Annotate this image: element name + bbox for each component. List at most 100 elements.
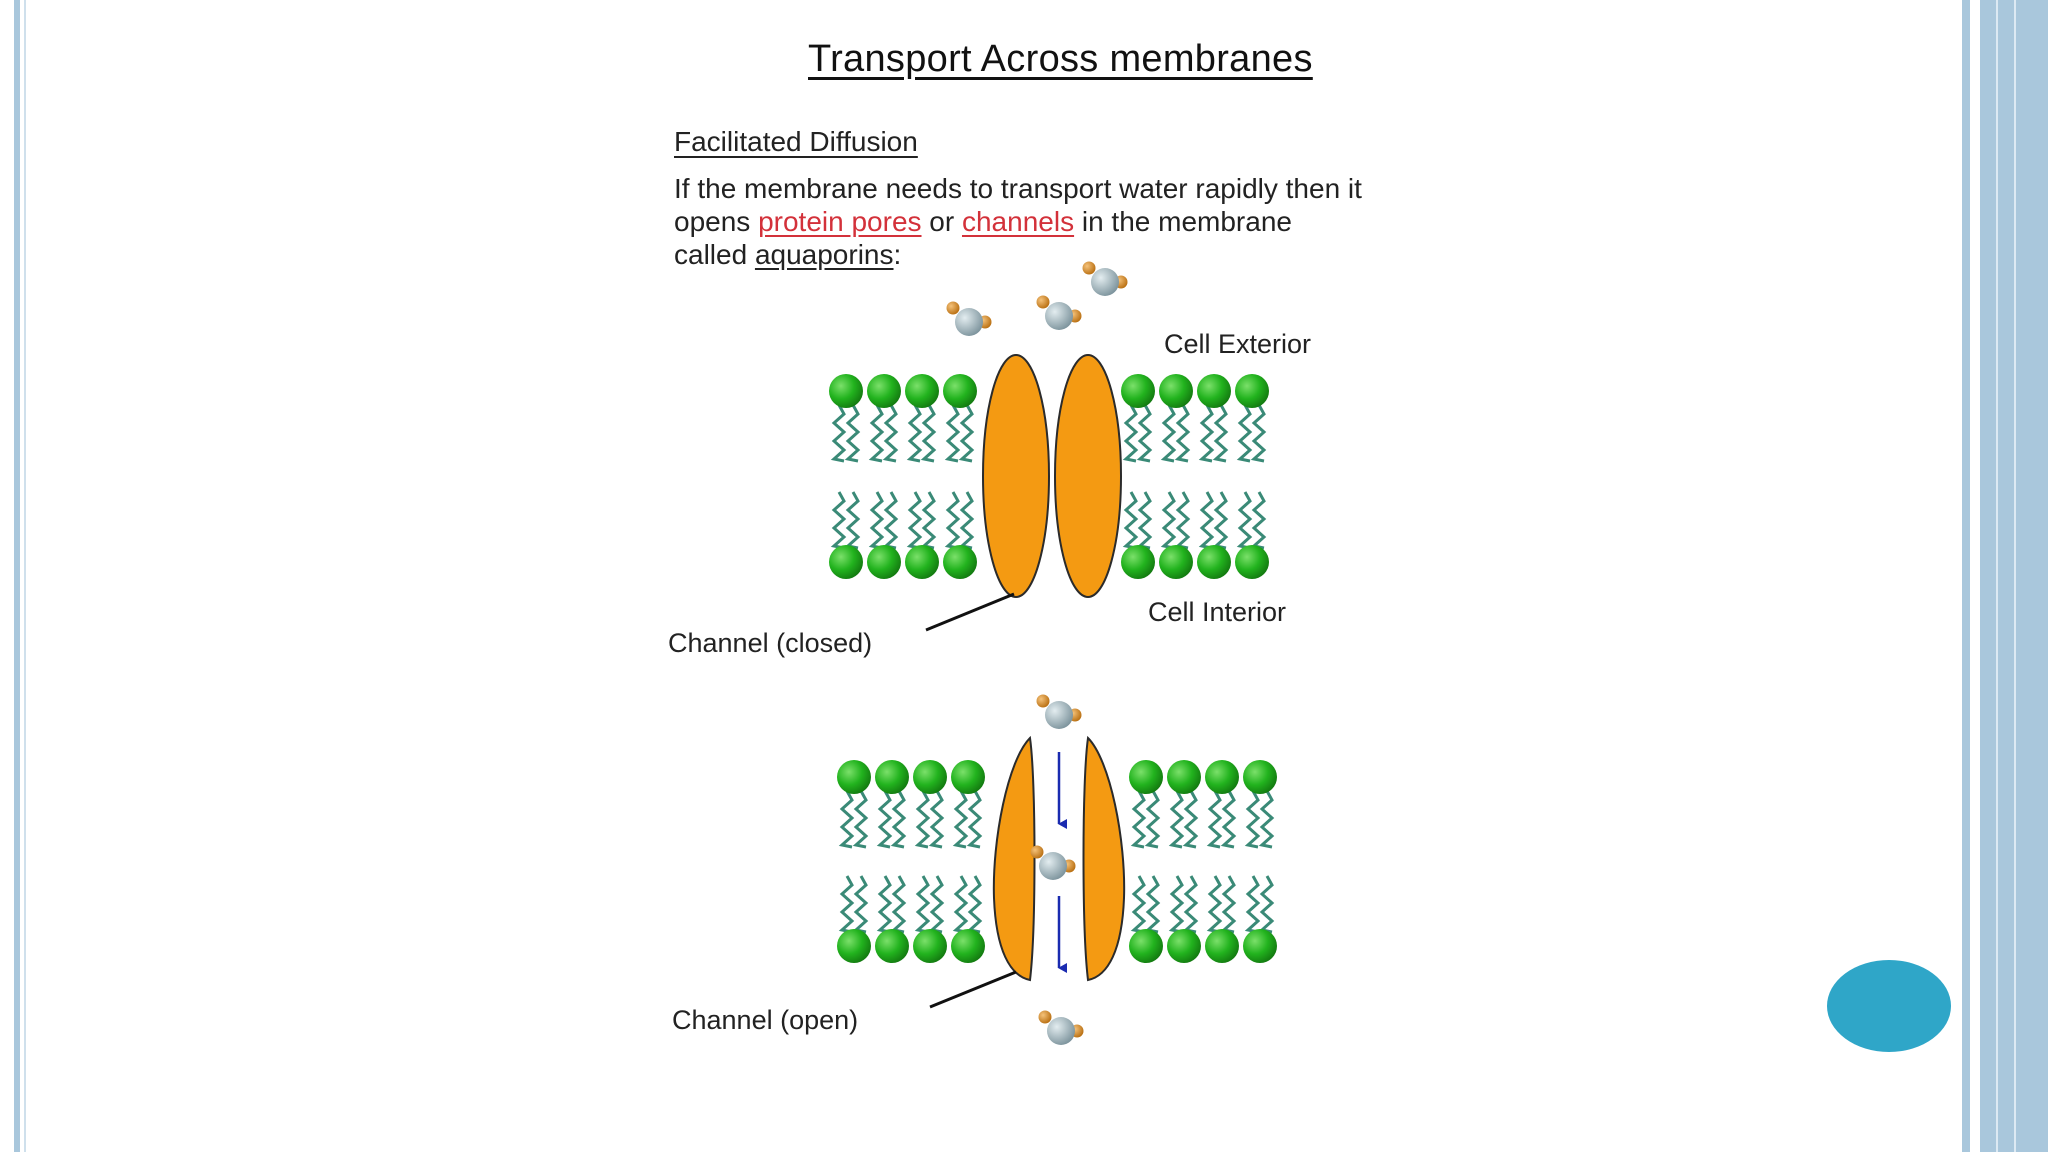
water-hydrogen [1082, 261, 1096, 275]
channel-protein-right [1082, 735, 1126, 982]
lipid-head [905, 545, 939, 579]
lipid-tail [1212, 491, 1229, 550]
lipid-tail [1160, 491, 1177, 550]
water-molecules [946, 261, 1128, 1045]
lipid-tail [1220, 790, 1237, 849]
water-oxygen [1045, 701, 1073, 729]
lipid-tail [952, 790, 969, 849]
slide-title: Transport Across membranes [808, 38, 1313, 80]
slide-paragraph: If the membrane needs to transport water… [674, 172, 1494, 271]
water-oxygen [1091, 268, 1119, 296]
lipid-head [1129, 760, 1163, 794]
lipid-tail [1258, 875, 1275, 934]
lipid-tail [876, 790, 893, 849]
lipid-head [875, 760, 909, 794]
lipid-heads [829, 374, 1269, 579]
water-oxygen [1047, 1017, 1075, 1045]
lipid-tail [1250, 491, 1267, 550]
lipid-head [829, 545, 863, 579]
paragraph-line-1: If the membrane needs to transport water… [674, 173, 1362, 204]
frame-border-left [14, 0, 20, 1152]
lipid-tail [844, 491, 861, 550]
lipid-tail [838, 875, 855, 934]
lipid-head [1197, 374, 1231, 408]
lipid-tail [844, 404, 861, 463]
lipid-tail [890, 790, 907, 849]
lipid-tail [1122, 491, 1139, 550]
lipid-tail [1174, 404, 1191, 463]
lipid-head [1243, 929, 1277, 963]
lipid-tail [1182, 875, 1199, 934]
lipid-tail [1136, 491, 1153, 550]
lipid-head [1235, 545, 1269, 579]
lipid-tail [1144, 875, 1161, 934]
lipid-tail [876, 875, 893, 934]
lipid-head [1197, 545, 1231, 579]
channel-open-pointer [929, 970, 1017, 1009]
lipid-tail [1258, 790, 1275, 849]
frame-border-left-inner [24, 0, 26, 1152]
lipid-tail [1220, 875, 1237, 934]
text-fragment: or [921, 206, 962, 237]
term-aquaporins: aquaporins [754, 239, 894, 270]
lipid-tail [920, 491, 937, 550]
lipid-head [1205, 760, 1239, 794]
lipid-head [913, 929, 947, 963]
slide-dot-marker [1827, 960, 1951, 1052]
water-hydrogen [1036, 694, 1050, 708]
lipid-tail [966, 875, 983, 934]
lipid-tail [1206, 875, 1223, 934]
lipid-tails [830, 404, 1267, 550]
lipid-tail [944, 491, 961, 550]
label-cell-interior: Cell Interior [1148, 597, 1287, 627]
lipid-tail [838, 790, 855, 849]
text-fragment: opens [674, 206, 759, 237]
text-fragment: in the membrane [1074, 206, 1292, 237]
lipid-head [1159, 545, 1193, 579]
channel-protein-left [982, 354, 1050, 598]
lipid-tail [1236, 491, 1253, 550]
lipid-tails [838, 790, 1275, 934]
lipid-tail [920, 404, 937, 463]
lipid-tail [914, 790, 931, 849]
label-channel-open: Channel (open) [672, 1005, 859, 1035]
lipid-tail [1174, 491, 1191, 550]
lipid-head [837, 760, 871, 794]
lipid-tail [830, 404, 847, 463]
lipid-tail [882, 404, 899, 463]
lipid-tail [1144, 790, 1161, 849]
lipid-tail [1198, 491, 1215, 550]
lipid-tail [958, 404, 975, 463]
lipid-head [943, 545, 977, 579]
lipid-head [951, 929, 985, 963]
lipid-tail [928, 875, 945, 934]
lipid-tail [868, 404, 885, 463]
lipid-tail [906, 491, 923, 550]
lipid-tail [882, 491, 899, 550]
lipid-tail [852, 875, 869, 934]
lipid-head [867, 374, 901, 408]
lipid-head [1121, 374, 1155, 408]
frame-stripe [2014, 0, 2016, 1152]
lipid-tail [852, 790, 869, 849]
lipid-head [1121, 545, 1155, 579]
term-protein-pores: protein pores [758, 206, 922, 237]
text-fragment: called [674, 239, 755, 270]
lipid-tail [944, 404, 961, 463]
lipid-head [875, 929, 909, 963]
lipid-tail [830, 491, 847, 550]
lipid-tail [914, 875, 931, 934]
lipid-head [913, 760, 947, 794]
channel-protein-left [992, 735, 1036, 982]
lipid-tail [906, 404, 923, 463]
lipid-head [1235, 374, 1269, 408]
lipid-tail [1130, 875, 1147, 934]
water-oxygen [1039, 852, 1067, 880]
frame-border-right [1962, 0, 1970, 1152]
term-channels: channels [961, 206, 1075, 237]
lipid-tail [1136, 404, 1153, 463]
lipid-tail [1244, 790, 1261, 849]
paragraph-line-3: called aquaporins: [674, 238, 1494, 271]
lipid-head [837, 929, 871, 963]
membrane-open-channel [837, 735, 1277, 1009]
